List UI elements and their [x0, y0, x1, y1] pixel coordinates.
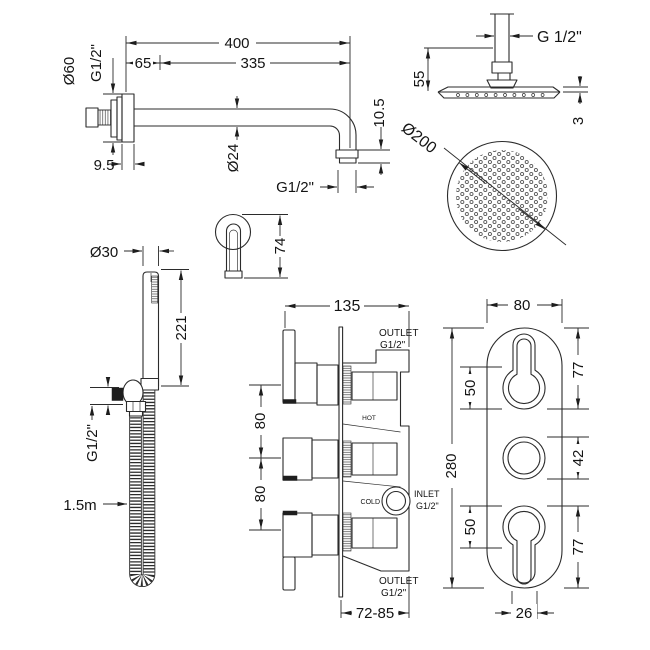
valve-side-view: HOT COLD OUTLET G1/2" INLET G1/2" OUTLET… — [249, 297, 440, 622]
valve-body — [342, 349, 410, 572]
label-outlet-bottom-thread: G1/2" — [381, 588, 407, 599]
head-face-circle — [446, 140, 558, 252]
valve-wall-plate — [338, 326, 344, 598]
valve-handle-middle-side — [282, 437, 339, 481]
elbow-tube — [225, 223, 242, 271]
arm-hex-nut — [85, 107, 99, 128]
valve-front-handle-bottom — [502, 505, 546, 584]
shower-head-front-view: Ø200 — [398, 120, 567, 252]
head-plate-side — [437, 86, 561, 99]
dim-knob-size: 42 — [570, 450, 587, 467]
bracket-clamp-knob — [111, 387, 124, 401]
dim-handle-to-bottom: 77 — [570, 539, 587, 556]
dim-valve-spacing-upper: 80 — [252, 413, 269, 430]
valve-handle-bottom-side — [282, 510, 339, 591]
label-hot: HOT — [362, 415, 376, 422]
dim-plate-width: 80 — [514, 297, 531, 314]
valve-outlet-port-top — [351, 371, 398, 401]
dim-arm-total: 400 — [224, 35, 249, 52]
dim-arm-tip-thread: G1/2" — [276, 179, 314, 196]
dim-top-to-handle: 77 — [570, 362, 587, 379]
dim-handset-bracket-thread: G1/2" — [84, 424, 101, 462]
label-inlet: INLET — [414, 489, 440, 499]
arm-tip-collar — [335, 149, 359, 159]
dim-handset-length: 221 — [173, 315, 190, 340]
dim-head-diameter: Ø200 — [398, 120, 439, 158]
head-nozzle-field — [456, 150, 548, 242]
dim-arm-tip-drop: 10.5 — [371, 98, 388, 127]
arm-wall-flange — [121, 93, 135, 143]
shower-head-side-view: G 1/2" 55 3 — [411, 13, 588, 125]
dim-arm-flange-depth: 9.5 — [94, 157, 115, 174]
handset-spray-face — [151, 275, 158, 304]
valve-front-plate — [486, 327, 563, 589]
dim-arm-segment-right: 335 — [240, 55, 265, 72]
wall-outlet-elbow-view: 74 — [214, 213, 289, 279]
valve-outlet-port-bottom — [351, 517, 398, 549]
label-outlet-top-thread: G1/2" — [380, 340, 406, 351]
dim-head-drop: 55 — [411, 71, 428, 88]
elbow-tip — [224, 270, 243, 279]
label-outlet-bottom: OUTLET — [379, 576, 418, 587]
head-ceiling-pipe — [490, 13, 514, 62]
dim-handle-top-size: 50 — [462, 380, 479, 397]
arm-tip — [338, 157, 357, 164]
dim-arm-wall-thread: G1/2" — [88, 44, 105, 82]
shower-arm-side-view: 400 65 335 Ø60 G1/2" 9.5 Ø24 10.5 — [61, 35, 390, 196]
dim-valve-depth-range: 72-85 — [356, 605, 394, 622]
valve-front-thermostat-knob — [502, 436, 546, 480]
dim-arm-flange-diameter: Ø60 — [61, 57, 78, 85]
dim-hose-length: 1.5m — [63, 497, 96, 514]
dim-arm-pipe-diameter: Ø24 — [225, 144, 242, 172]
hand-shower-view: Ø30 221 G1/2" 1.5m — [63, 244, 190, 587]
dim-valve-spacing-lower: 80 — [252, 486, 269, 503]
dim-plate-height: 280 — [443, 453, 460, 478]
label-inlet-thread: G1/2" — [416, 501, 439, 511]
dim-head-thread: G 1/2" — [537, 29, 582, 46]
label-cold: COLD — [361, 499, 380, 506]
arm-tube — [134, 108, 357, 150]
valve-front-handle-top — [502, 333, 546, 410]
dim-handset-diameter: Ø30 — [90, 244, 118, 261]
dim-elbow-height: 74 — [272, 238, 289, 255]
arm-thread — [97, 109, 112, 126]
elbow-escutcheon — [214, 213, 252, 251]
bracket-hose-nut — [125, 400, 147, 413]
dim-arm-segment-left: 65 — [135, 55, 152, 72]
dim-head-plate-thickness: 3 — [570, 117, 587, 125]
dim-handle-bottom-size: 50 — [462, 519, 479, 536]
shower-hose — [129, 386, 156, 587]
valve-front-view: 80 280 77 42 77 50 50 — [443, 297, 589, 622]
head-mount-boss — [486, 79, 518, 89]
label-outlet-top: OUTLET — [379, 328, 418, 339]
head-nozzle-row — [456, 93, 545, 97]
dim-valve-width: 135 — [334, 298, 361, 315]
dim-stem-width: 26 — [516, 605, 533, 622]
bracket-cradle — [140, 377, 160, 391]
valve-handle-top-side — [282, 329, 339, 406]
